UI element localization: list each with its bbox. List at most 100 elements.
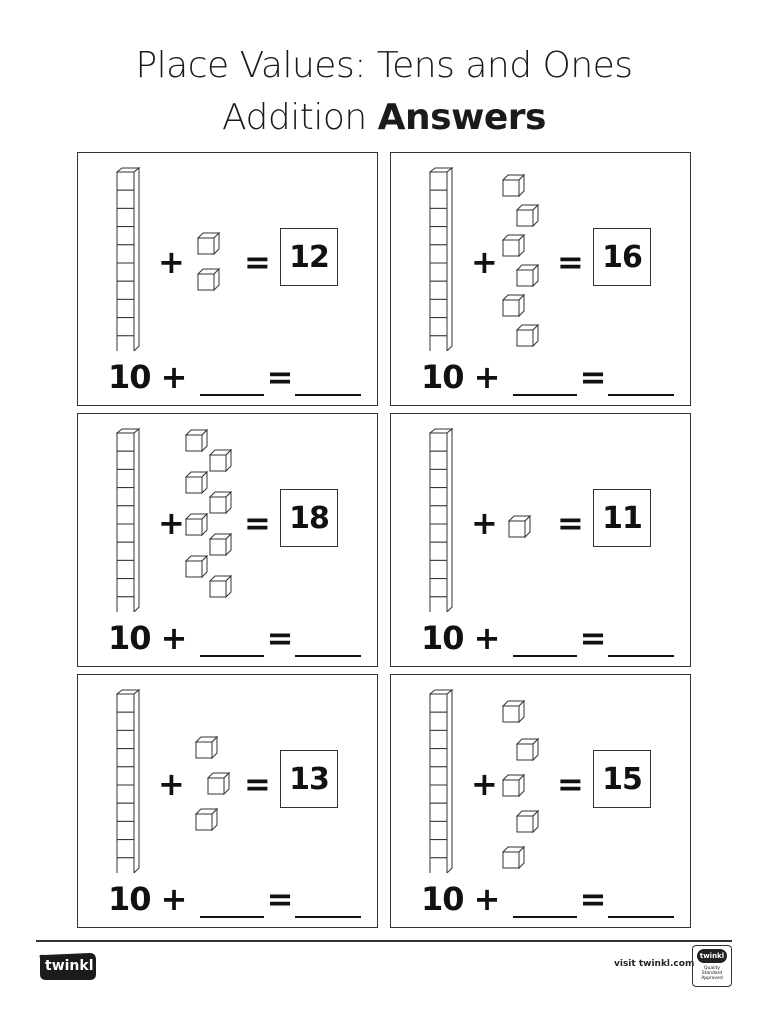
tens-rod-icon: [429, 428, 454, 612]
total-blank[interactable]: [608, 362, 675, 396]
ones-blank[interactable]: [199, 623, 264, 657]
equals-sign: =: [244, 765, 271, 803]
rod-segment: [116, 802, 135, 822]
ones-blank[interactable]: [512, 623, 577, 657]
rod-segment: [429, 207, 448, 228]
eq-plus: +: [473, 619, 501, 657]
equation-line: 10 + =: [108, 617, 364, 657]
rod-segment: [429, 766, 448, 786]
visit-link[interactable]: visit twinkl.com: [614, 959, 695, 969]
ones-blank[interactable]: [512, 362, 577, 396]
rod-segment: [429, 335, 448, 351]
rod-segment: [429, 523, 448, 543]
ones-blank[interactable]: [199, 362, 264, 396]
unit-cube: [515, 323, 540, 348]
rod-segment: [429, 802, 448, 822]
worksheet-title: Place Values: Tens and Ones Addition Ans…: [0, 40, 768, 144]
unit-cube: [208, 490, 233, 515]
rod-segment: [116, 711, 135, 731]
ones-cubes-icon: [501, 173, 540, 348]
rod-segment: [429, 317, 448, 337]
twinkl-logo-icon: [39, 953, 96, 980]
problem-card-2: + = 16 10 + =: [390, 152, 691, 406]
total-blank[interactable]: [608, 884, 675, 918]
equation-line: 10 + =: [108, 356, 364, 396]
unit-cube: [184, 470, 209, 495]
rod-segment: [116, 784, 135, 804]
plus-sign: +: [158, 765, 185, 803]
total-blank[interactable]: [608, 623, 675, 657]
rod-segment: [429, 784, 448, 804]
eq-plus: +: [160, 619, 188, 657]
eq-equals: =: [579, 619, 607, 657]
ones-cubes-icon: [507, 514, 532, 539]
total-blank[interactable]: [295, 884, 362, 918]
rod-segment: [116, 693, 135, 713]
rod-segment: [429, 468, 448, 489]
rod-segment: [429, 487, 448, 507]
ones-cubes-icon: [196, 231, 221, 292]
ones-cubes-icon: [184, 428, 233, 599]
rod-segment: [429, 820, 448, 841]
plus-sign: +: [471, 765, 498, 803]
rod-segment: [116, 839, 135, 859]
rod-segment: [429, 171, 448, 191]
ones-blank[interactable]: [199, 884, 264, 918]
twinkl-logo[interactable]: twinkl: [36, 952, 98, 982]
problem-card-6: + = 15 10 + =: [390, 674, 691, 928]
ten-value: 10: [421, 358, 465, 396]
unit-cube: [515, 809, 540, 834]
equals-sign: =: [244, 243, 271, 281]
tens-rod-icon: [116, 689, 141, 873]
answer-box: 18: [280, 489, 338, 547]
unit-cube: [501, 293, 526, 318]
eq-plus: +: [473, 358, 501, 396]
total-blank[interactable]: [295, 623, 362, 657]
plus-sign: +: [158, 243, 185, 281]
answer-box: 11: [593, 489, 651, 547]
problem-card-4: + = 11 10 + =: [390, 413, 691, 667]
unit-cube: [184, 428, 209, 453]
ones-cubes-icon: [501, 699, 540, 870]
unit-cube: [515, 263, 540, 288]
rod-segment: [429, 280, 448, 300]
rod-segment: [116, 189, 135, 209]
problem-card-5: + = 13 10 + =: [77, 674, 378, 928]
rod-segment: [429, 711, 448, 731]
rod-segment: [429, 262, 448, 282]
unit-cube: [501, 845, 526, 870]
unit-cube: [196, 231, 221, 256]
badge-logo: twinkl: [697, 949, 727, 963]
ones-blank[interactable]: [512, 884, 577, 918]
ten-value: 10: [421, 880, 465, 918]
unit-cube: [208, 448, 233, 473]
rod-segment: [429, 541, 448, 561]
plus-sign: +: [158, 504, 185, 542]
rod-segment: [429, 693, 448, 713]
unit-cube: [196, 267, 221, 292]
rod-segment: [429, 729, 448, 750]
unit-cube: [194, 735, 219, 760]
total-blank[interactable]: [295, 362, 362, 396]
rod-segment: [116, 578, 135, 598]
rod-segment: [116, 541, 135, 561]
unit-cube: [208, 574, 233, 599]
ten-value: 10: [421, 619, 465, 657]
rod-segment: [116, 523, 135, 543]
eq-plus: +: [160, 880, 188, 918]
rod-segment: [116, 298, 135, 319]
unit-cube: [501, 699, 526, 724]
eq-equals: =: [579, 880, 607, 918]
rod-segment: [116, 748, 135, 768]
problem-card-3: + = 18 10 + =: [77, 413, 378, 667]
rod-segment: [116, 262, 135, 282]
eq-plus: +: [473, 880, 501, 918]
title-answers: Answers: [377, 97, 547, 138]
rod-segment: [429, 505, 448, 525]
equals-sign: =: [557, 765, 584, 803]
rod-segment: [429, 559, 448, 580]
rod-segment: [116, 596, 135, 612]
unit-cube: [501, 233, 526, 258]
answer-box: 13: [280, 750, 338, 808]
tens-rod-icon: [116, 428, 141, 612]
